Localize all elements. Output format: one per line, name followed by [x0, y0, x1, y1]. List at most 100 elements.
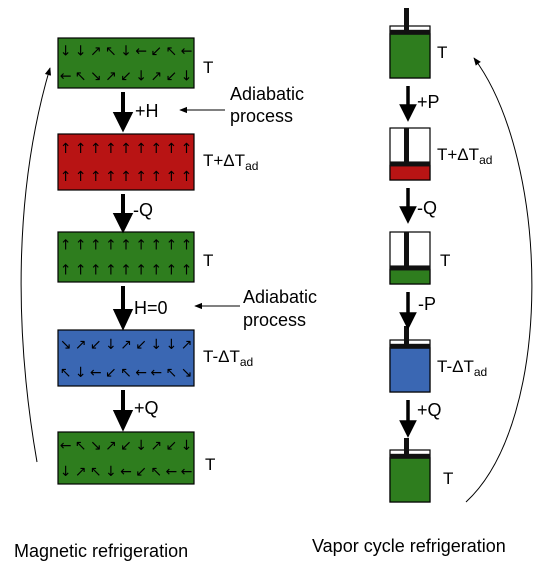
spin-arrow-glyph: ↗ [105, 438, 117, 454]
magnetic-step-label-4: +Q [134, 398, 159, 418]
vapor-caption: Vapor cycle refrigeration [312, 536, 506, 556]
spin-arrow-glyph: ↙ [120, 69, 132, 85]
spin-arrow-glyph: ↓ [165, 337, 177, 353]
vapor-piston-plate-4 [390, 343, 430, 349]
spin-arrow-glyph: ↙ [150, 44, 162, 60]
spin-arrow-glyph: ↓ [135, 438, 147, 454]
spin-arrow-glyph: ↘ [181, 365, 193, 381]
spin-arrow-glyph: ↑ [181, 169, 193, 185]
magnetic-step-arrow-3 [112, 286, 134, 331]
vapor-fill-2 [389, 164, 431, 181]
spin-arrow-glyph: ↑ [120, 169, 132, 185]
magnetic-step-label-2: -Q [133, 200, 153, 220]
spin-arrow-glyph: ↑ [105, 141, 117, 157]
spin-arrow-glyph: ↖ [75, 69, 87, 85]
vapor-step-4: +Q [399, 400, 442, 438]
spin-arrow-glyph: ↖ [90, 464, 102, 480]
vapor-stage-3: T [389, 231, 450, 285]
vapor-temp-label-1: T [437, 43, 447, 62]
magnetic-spin-arrows-3: ↑↑↑↑↑↑↑↑↑↑↑↑↑↑↑↑↑↑ [60, 238, 193, 279]
spin-arrow-glyph: ↗ [120, 337, 132, 353]
spin-arrow-glyph: ↑ [181, 141, 193, 157]
spin-arrow-glyph: ↙ [135, 464, 147, 480]
magnetic-note-line1-1: Adiabatic [230, 84, 304, 104]
spin-arrow-glyph: ↓ [75, 44, 87, 60]
spin-arrow-glyph: ↓ [75, 365, 87, 381]
spin-arrow-glyph: ↓ [105, 337, 117, 353]
spin-arrow-glyph: ↑ [90, 238, 102, 254]
vapor-stage-1: T [389, 8, 447, 79]
vapor-fill-4 [389, 347, 431, 393]
spin-arrow-glyph: ↑ [150, 238, 162, 254]
vapor-stage-2: T+ΔTad [389, 127, 492, 181]
spin-arrow-glyph: ↑ [181, 263, 193, 279]
vapor-temp-label-5: T [443, 469, 453, 488]
spin-arrow-glyph: ↑ [105, 169, 117, 185]
vapor-piston-plate-1 [390, 29, 430, 35]
vapor-stage-5: T [389, 438, 453, 503]
magnetic-spin-arrows-2: ↑↑↑↑↑↑↑↑↑↑↑↑↑↑↑↑↑↑ [60, 141, 193, 185]
spin-arrow-glyph: ↖ [165, 365, 177, 381]
spin-arrow-glyph: ↑ [60, 169, 72, 185]
spin-arrow-glyph: ↗ [150, 69, 162, 85]
spin-arrow-glyph: ↑ [60, 263, 72, 279]
spin-arrow-glyph: ↘ [90, 438, 102, 454]
spin-arrow-glyph: ↗ [105, 69, 117, 85]
spin-arrow-glyph: ↖ [60, 365, 72, 381]
spin-arrow-glyph: ↓ [150, 337, 162, 353]
magnetic-note-1: Adiabatic process [179, 84, 304, 126]
magnetic-spin-arrows-5: ←↖↘↗↙↓↗↙↓↓↗↖↓←↙↖←← [60, 438, 193, 480]
spin-arrow-glyph: ↓ [135, 69, 147, 85]
spin-arrow-glyph: ↑ [90, 141, 102, 157]
spin-arrow-glyph: ↙ [165, 438, 177, 454]
spin-arrow-glyph: ↙ [135, 337, 147, 353]
spin-arrow-glyph: ↓ [181, 69, 193, 85]
magnetic-note-2: Adiabatic process [194, 287, 317, 330]
magnetic-temp-label-4: T-ΔTad [203, 347, 253, 369]
spin-arrow-glyph: ↘ [60, 337, 72, 353]
magnetic-step-arrow-4 [112, 390, 134, 432]
spin-arrow-glyph: ↖ [75, 438, 87, 454]
magnetic-step-4: +Q [112, 390, 159, 432]
magnetic-caption: Magnetic refrigeration [14, 541, 188, 561]
vapor-step-label-1: +P [417, 92, 440, 112]
spin-arrow-glyph: ← [60, 69, 72, 85]
magnetic-block-4 [57, 329, 195, 387]
spin-arrow-glyph: ↓ [60, 464, 72, 480]
vapor-step-3: -P [399, 292, 436, 330]
vapor-stage-4: T-ΔTad [389, 326, 487, 393]
magnetic-cycle-return-arrow [20, 67, 52, 463]
spin-arrow-glyph: ← [90, 365, 102, 381]
vapor-step-arrow-2 [399, 188, 417, 224]
spin-arrow-glyph: ← [150, 365, 162, 381]
spin-arrow-glyph: ↓ [120, 44, 132, 60]
spin-arrow-glyph: ↖ [105, 44, 117, 60]
vapor-piston-rod-1 [404, 8, 409, 34]
vapor-piston-plate-3 [390, 265, 430, 271]
vapor-step-arrow-1 [399, 86, 417, 122]
vapor-step-1: +P [399, 86, 440, 122]
vapor-piston-plate-2 [390, 161, 430, 167]
magnetic-column: ↓↓↗↖↓←↙↖←←↖↘↗↙↓↗↙↓ T ↑↑↑↑↑↑↑↑↑↑↑↑↑↑↑↑↑↑ … [14, 37, 317, 561]
spin-arrow-glyph: ↑ [150, 263, 162, 279]
magnetic-stage-3: ↑↑↑↑↑↑↑↑↑↑↑↑↑↑↑↑↑↑ T [57, 231, 213, 283]
magnetic-spin-arrows-4: ↘↗↙↓↗↙↓↓↗↖↓←↙↖←←↖↘ [60, 337, 193, 381]
magnetic-block-1 [57, 37, 195, 89]
vapor-fill-1 [389, 33, 431, 79]
spin-arrow-glyph: ↗ [90, 44, 102, 60]
spin-arrow-glyph: ← [60, 438, 72, 454]
spin-arrow-glyph: ← [120, 464, 132, 480]
vapor-temp-label-3: T [440, 251, 450, 270]
magnetic-step-arrow-2 [112, 194, 134, 234]
spin-arrow-glyph: ↑ [90, 263, 102, 279]
magnetic-stage-1: ↓↓↗↖↓←↙↖←←↖↘↗↙↓↗↙↓ T [57, 37, 213, 89]
spin-arrow-glyph: ↑ [135, 263, 147, 279]
magnetic-temp-label-3: T [203, 251, 213, 270]
spin-arrow-glyph: ↓ [60, 44, 72, 60]
magnetic-temp-label-1: T [203, 58, 213, 77]
magnetic-block-2 [57, 133, 195, 191]
spin-arrow-glyph: ↖ [150, 464, 162, 480]
vapor-step-arrow-3 [399, 292, 417, 330]
spin-arrow-glyph: ↑ [165, 238, 177, 254]
